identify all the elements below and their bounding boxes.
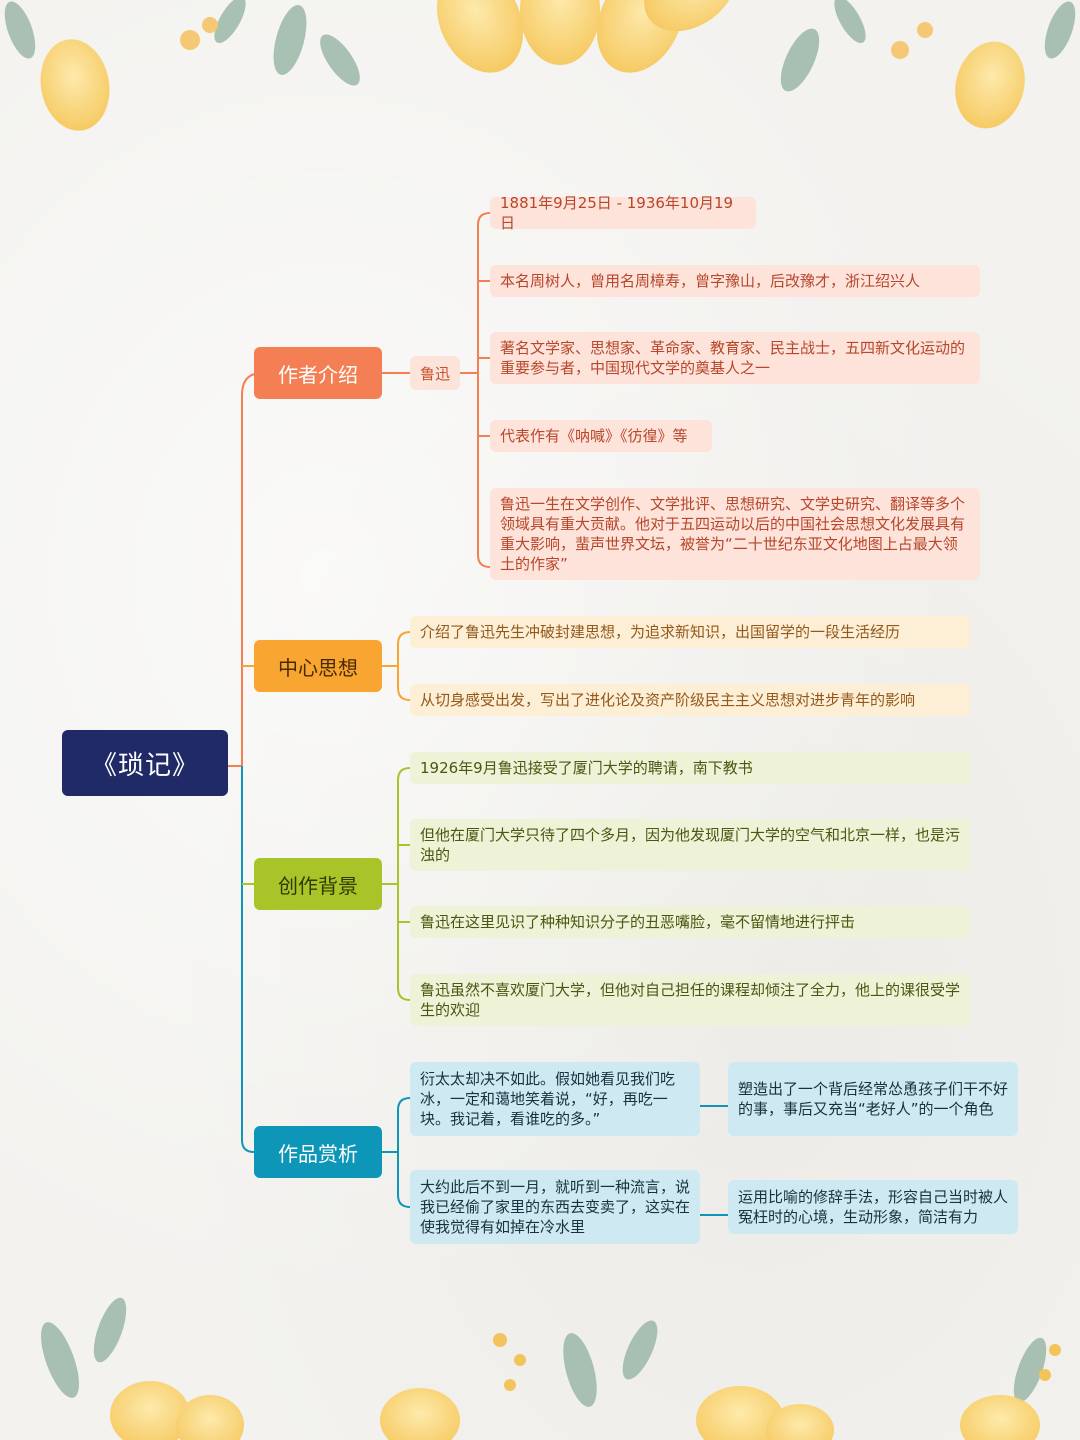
branch-appreciation[interactable]: 作品赏析 [254,1126,382,1178]
appreciation-quote-2[interactable]: 大约此后不到一月，就听到一种流言，说我已经偷了家里的东西去变卖了，这实在使我觉得… [410,1170,700,1244]
root-title-node[interactable]: 《琐记》 [62,730,228,796]
branch-background[interactable]: 创作背景 [254,858,382,910]
branch-author-intro[interactable]: 作者介绍 [254,347,382,399]
author-item-lifespan[interactable]: 1881年9月25日 - 1936年10月19日 [490,194,756,232]
author-item-names[interactable]: 本名周树人，曾用名周樟寿，曾字豫山，后改豫才，浙江绍兴人 [490,265,980,297]
author-name-node[interactable]: 鲁迅 [410,356,460,390]
background-item-4[interactable]: 鲁迅虽然不喜欢厦门大学，但他对自己担任的课程却倾注了全力，他上的课很受学生的欢迎 [410,974,970,1026]
background-item-2[interactable]: 但他在厦门大学只待了四个多月，因为他发现厦门大学的空气和北京一样，也是污浊的 [410,819,970,871]
author-item-works[interactable]: 代表作有《呐喊》《彷徨》等 [490,420,712,452]
appreciation-note-1[interactable]: 塑造出了一个背后经常怂恿孩子们干不好的事，事后又充当“老好人”的一个角色 [728,1062,1018,1136]
branch-central-idea[interactable]: 中心思想 [254,640,382,692]
author-item-contribution[interactable]: 鲁迅一生在文学创作、文学批评、思想研究、文学史研究、翻译等多个领域具有重大贡献。… [490,488,980,580]
center-item-1[interactable]: 介绍了鲁迅先生冲破封建思想，为追求新知识，出国留学的一段生活经历 [410,616,970,648]
author-item-identity[interactable]: 著名文学家、思想家、革命家、教育家、民主战士，五四新文化运动的重要参与者，中国现… [490,332,980,384]
background-item-3[interactable]: 鲁迅在这里见识了种种知识分子的丑恶嘴脸，毫不留情地进行抨击 [410,906,970,938]
appreciation-note-2[interactable]: 运用比喻的修辞手法，形容自己当时被人冤枉时的心境，生动形象，简洁有力 [728,1180,1018,1234]
appreciation-quote-1[interactable]: 衍太太却决不如此。假如她看见我们吃冰，一定和蔼地笑着说，“好，再吃一块。我记着，… [410,1062,700,1136]
center-item-2[interactable]: 从切身感受出发，写出了进化论及资产阶级民主主义思想对进步青年的影响 [410,684,970,716]
background-item-1[interactable]: 1926年9月鲁迅接受了厦门大学的聘请，南下教书 [410,752,970,784]
